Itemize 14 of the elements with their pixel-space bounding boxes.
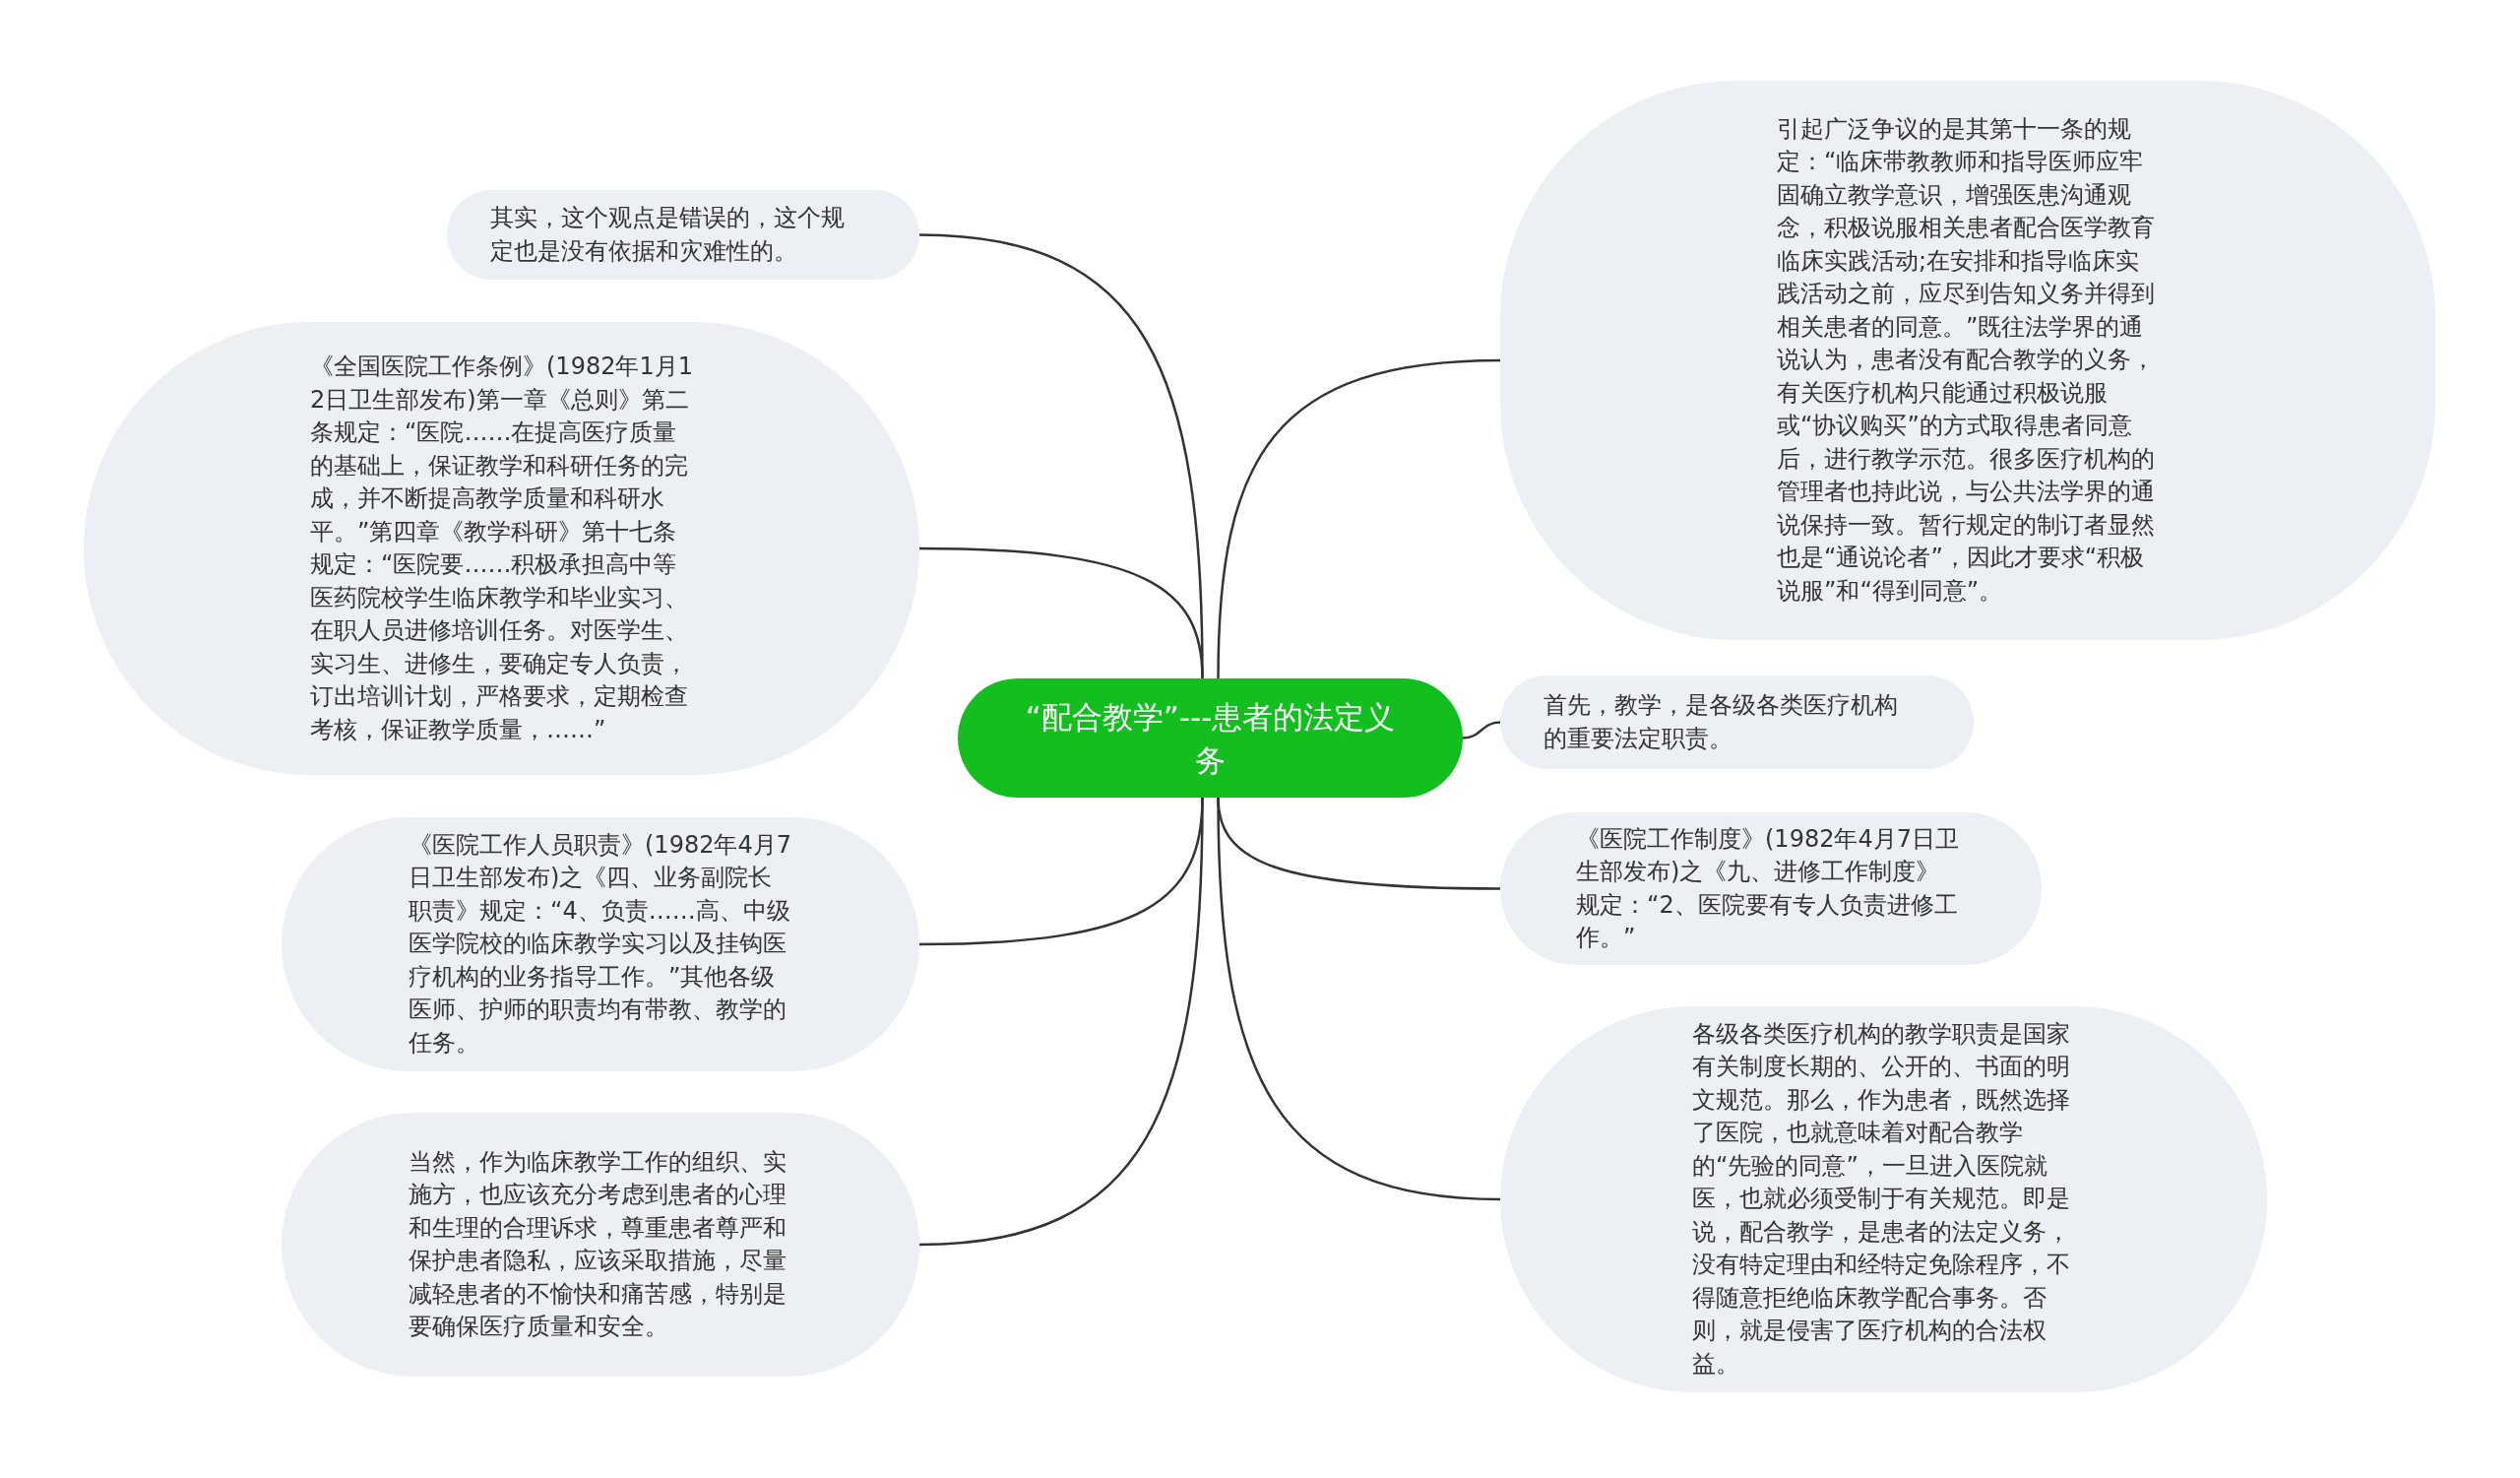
connector-line bbox=[1217, 797, 1501, 1201]
topic-text: 当然，作为临床教学工作的组织、实施方，也应该充分考虑到患者的心理和生理的合理诉求，尊重患者尊严和保护患者隐私，应该采取措施，尽量减轻患者的不愉快和痛苦感，特别是要确保医疗质量和安全。 bbox=[409, 1146, 788, 1342]
connector-line bbox=[919, 546, 1204, 679]
topic-text: 《全国医院工作条例》(1982年1月12日卫生部发布)第一章《总则》第二条规定：“医院……在提高医疗质量的基础上，保证教学和科研任务的完成，并不断提高教学质量和科研水平。”第四章《教学科研》第十七条规定：“医院要……积极承担高中等医药院校学生临床教学和毕业实习、在职人员进修培训任务。对医学生、实习生、进修生，要确定专人负责，订出培训计划，严格要求，定期检查考核，保证教学质量，……” bbox=[310, 352, 694, 745]
connector-line bbox=[1217, 358, 1501, 679]
topic-text: 各级各类医疗机构的教学职责是国家有关制度长期的、公开的、书面的明文规范。那么，作为患者，既然选择了医院，也就意味着对配合教学的“先验的同意”，一旦进入医院就医，也就必须受制于有关规范。即是说，配合教学，是患者的法定义务，没有特定理由和经特定免除程序，不得随意拒绝临床教学配合事务。否则，就是侵害了医疗机构的合法权益。 bbox=[1692, 1018, 2071, 1380]
central-topic-text: “配合教学”---患者的法定义务 bbox=[1024, 697, 1397, 780]
topic-text: 《医院工作制度》(1982年4月7日卫生部发布)之《九、进修工作制度》规定：“2、医院要有专人负责进修工作。” bbox=[1576, 823, 1960, 953]
topic-text: 其实，这个观点是错误的，这个规定也是没有依据和灾难性的。 bbox=[490, 203, 846, 267]
topic-text: 《医院工作人员职责》(1982年4月7日卫生部发布)之《四、业务副院长职责》规定：“4、负责……高、中级医学院校的临床教学实习以及挂钩医疗机构的业务指导工作。”其他各级医师、护师的职责均有带教、教学的任务。 bbox=[409, 829, 792, 1059]
topic-text: 引起广泛争议的是其第十一条的规定：“临床带教教师和指导医师应牢固确立教学意识，增强医患沟通观念，积极说服相关患者配合医学教育临床实践活动;在安排和指导临床实践活动之前，应尽到告知义务并得到相关患者的同意。”既往法学界的通说认为，患者没有配合教学的义务，有关医疗机构只能通过积极说服或“协议购买”的方式取得患者同意后，进行教学示范。很多医疗机构的管理者也持此说，与公共法学界的通说保持一致。暂行规定的制订者显然也是“通说论者”，因此才要求“积极说服”和“得到同意”。 bbox=[1777, 113, 2156, 607]
connector-line bbox=[918, 797, 1204, 1247]
topic-text: 首先，教学，是各级各类医疗机构的重要法定职责。 bbox=[1544, 690, 1899, 754]
connector-line bbox=[1462, 721, 1501, 739]
